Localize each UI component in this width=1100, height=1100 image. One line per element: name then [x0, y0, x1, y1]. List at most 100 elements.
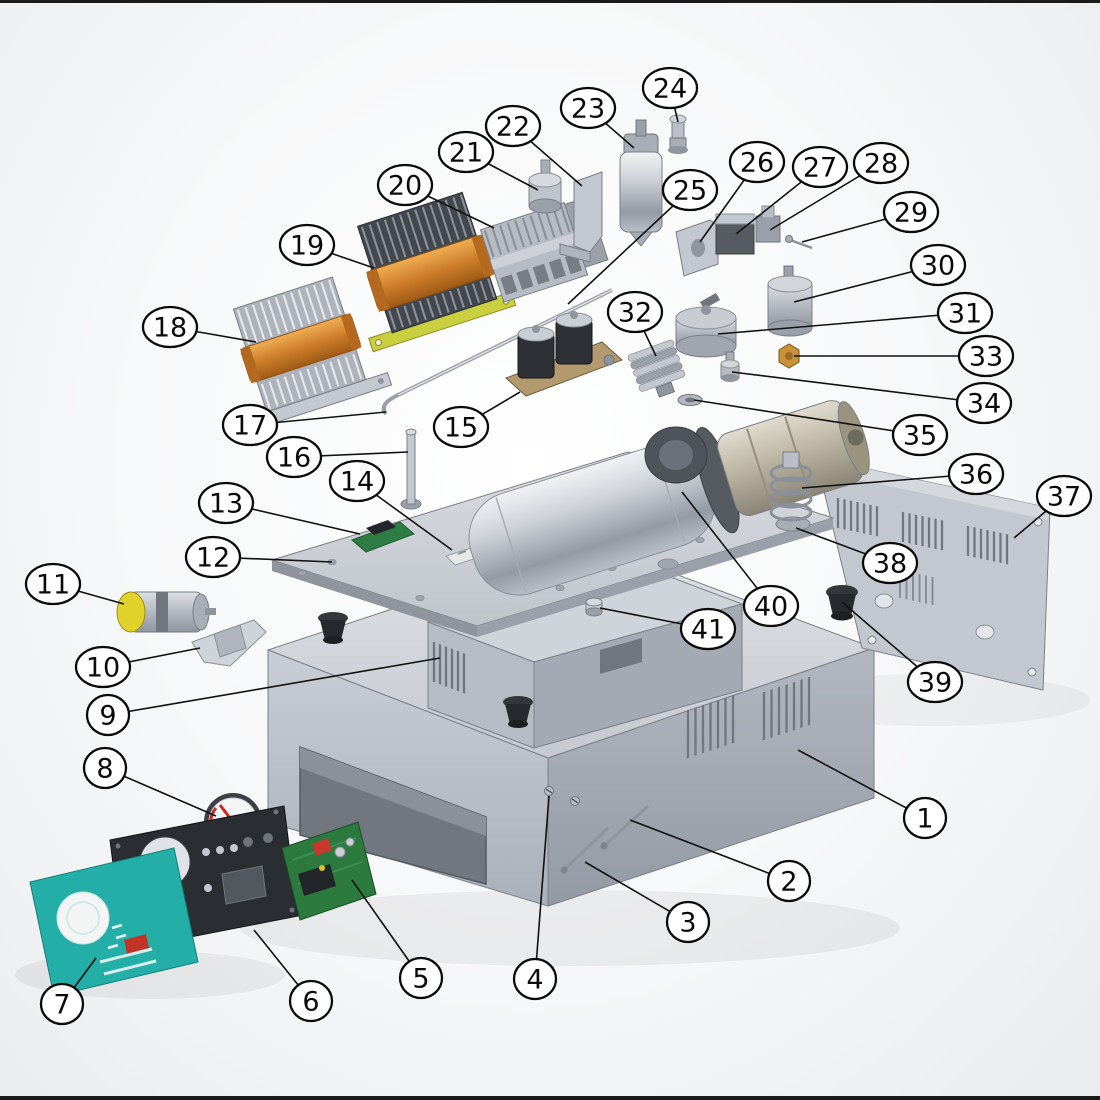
callout-balloon-20	[376, 163, 434, 207]
callout-number-22: 22	[496, 112, 530, 143]
callout-balloon-39	[906, 660, 964, 704]
part-screw-29	[785, 235, 813, 250]
callout-number-38: 38	[873, 549, 907, 580]
callout-balloon-4	[512, 957, 558, 1001]
callout-balloon-38	[861, 541, 919, 585]
callout-number-5: 5	[412, 964, 429, 995]
part-bracket-10	[191, 619, 267, 667]
part-transformer-19	[356, 191, 517, 353]
callout-balloon-24	[641, 66, 699, 110]
part-rod-2	[600, 804, 650, 850]
part-back-panel	[814, 457, 1051, 691]
callout-balloon-11	[24, 562, 82, 606]
part-pot-31	[675, 293, 737, 358]
case-vents-right-a	[686, 694, 735, 759]
part-pcb-5	[281, 821, 377, 921]
callout-number-41: 41	[691, 615, 725, 646]
callout-number-4: 4	[526, 965, 543, 996]
callout-balloon-17	[221, 403, 279, 447]
callout-number-23: 23	[571, 94, 605, 125]
rod-25-highlight	[397, 289, 613, 396]
leader-line-34	[731, 371, 985, 404]
part-bracket-22	[559, 171, 603, 263]
leader-line-2	[629, 819, 790, 882]
callout-number-13: 13	[209, 489, 243, 520]
callout-number-33: 33	[969, 342, 1003, 373]
callout-number-26: 26	[740, 148, 774, 179]
part-foot-39	[826, 585, 858, 621]
part-small-board-13	[351, 520, 415, 553]
leader-line-31	[717, 312, 966, 335]
part-rod-3	[560, 826, 610, 874]
callout-number-9: 9	[99, 701, 116, 732]
callout-number-12: 12	[196, 543, 230, 574]
callout-number-17: 17	[233, 411, 267, 442]
callout-number-25: 25	[673, 176, 707, 207]
callout-balloon-5	[398, 956, 444, 1000]
part-bracket-26	[675, 219, 719, 277]
callout-balloon-3	[665, 900, 711, 944]
leader-line-25	[567, 189, 691, 305]
part-contactor-27	[715, 213, 755, 255]
callout-balloon-33	[957, 334, 1015, 378]
callout-number-24: 24	[653, 74, 687, 105]
part-plug-34	[720, 351, 740, 382]
panel-hole-a	[874, 593, 894, 609]
callout-number-1: 1	[916, 804, 933, 835]
callout-balloon-19	[278, 223, 336, 267]
callout-balloon-18	[141, 305, 199, 349]
callout-balloon-26	[728, 140, 786, 184]
callout-number-32: 32	[618, 298, 652, 329]
callout-balloon-32	[606, 290, 664, 334]
part-transformer-18	[232, 276, 393, 432]
callout-balloon-8	[82, 746, 128, 790]
callout-balloon-12	[184, 535, 242, 579]
callout-balloon-1	[902, 796, 948, 840]
callout-balloon-13	[197, 481, 255, 525]
callout-number-11: 11	[36, 570, 70, 601]
callout-number-2: 2	[780, 867, 797, 898]
part-foot-a	[318, 612, 348, 644]
callout-number-35: 35	[903, 421, 937, 452]
callout-balloon-34	[955, 381, 1013, 425]
callout-number-10: 10	[86, 653, 120, 684]
part-filter-23	[619, 119, 663, 247]
callout-balloon-23	[559, 86, 617, 130]
callout-balloon-30	[909, 243, 967, 287]
leader-line-40	[681, 491, 772, 607]
part-relay-21	[528, 159, 562, 214]
callout-number-29: 29	[894, 198, 928, 229]
top-border	[0, 0, 1100, 3]
callout-number-37: 37	[1047, 482, 1081, 513]
part-spring-36	[769, 451, 813, 532]
callout-balloon-29	[882, 190, 940, 234]
callout-balloon-27	[791, 145, 849, 189]
callout-number-34: 34	[967, 389, 1001, 420]
part-screws-4	[544, 786, 580, 806]
callout-balloon-22	[484, 104, 542, 148]
callout-number-36: 36	[959, 460, 993, 491]
part-foot-b	[503, 696, 533, 728]
part-solenoid-valve-15	[505, 311, 623, 397]
callout-balloon-28	[852, 141, 910, 185]
callout-balloon-6	[288, 979, 334, 1023]
leader-line-1	[797, 749, 926, 819]
leader-line-36	[801, 473, 977, 489]
callout-balloon-36	[947, 452, 1005, 496]
callout-number-18: 18	[153, 313, 187, 344]
part-washer-35	[677, 394, 703, 406]
panel-7-dial-window	[56, 891, 110, 945]
callout-balloon-40	[742, 584, 800, 628]
callout-balloon-16	[265, 435, 323, 479]
callout-number-20: 20	[388, 171, 422, 202]
callout-number-3: 3	[679, 908, 696, 939]
callout-balloon-41	[679, 607, 737, 651]
case-vents-right-b	[762, 676, 811, 741]
plate-holes	[297, 537, 705, 601]
leader-line-9	[107, 657, 441, 716]
callout-balloon-21	[437, 130, 495, 174]
part-rod-25	[381, 288, 613, 416]
callout-balloon-15	[432, 405, 490, 449]
